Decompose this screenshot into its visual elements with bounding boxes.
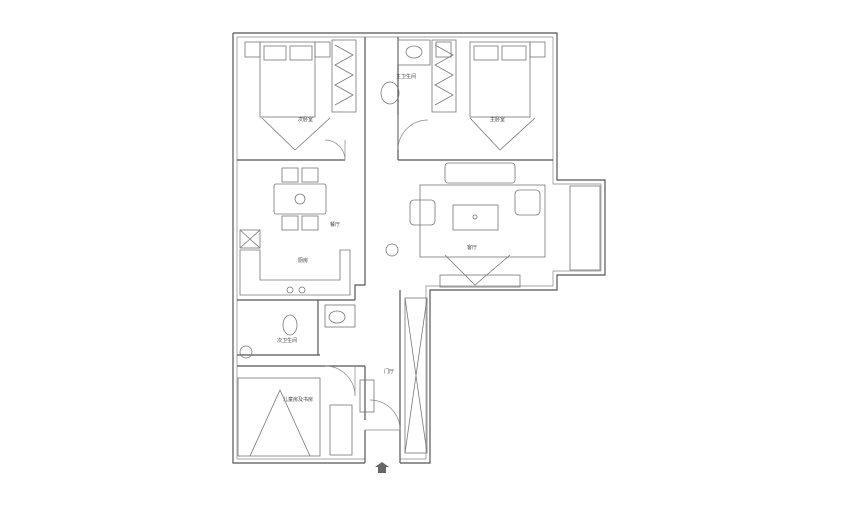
outer-wall <box>232 32 606 464</box>
label-guest-bathroom: 次卫生间 <box>277 337 297 344</box>
label-master-bathroom: 主卫生间 <box>396 73 416 80</box>
label-dining-room: 餐厅 <box>330 221 340 228</box>
beds <box>237 41 546 457</box>
label-study: 儿童房及书房 <box>283 396 313 403</box>
label-master-bedroom: 主卧室 <box>490 116 505 123</box>
doors <box>324 115 429 431</box>
kitchen-counter <box>239 229 351 296</box>
entrance-arrow-icon <box>375 462 389 473</box>
label-kitchen: 厨房 <box>298 257 308 264</box>
label-foyer: 门厅 <box>384 368 394 375</box>
inner-wall-line <box>236 36 602 460</box>
balcony <box>569 185 601 271</box>
label-living-room: 客厅 <box>467 244 477 251</box>
wardrobes <box>329 39 457 456</box>
interior-walls <box>237 37 553 463</box>
label-second-bedroom: 次卧室 <box>298 116 313 123</box>
living-room-furniture <box>385 162 546 288</box>
bathroom-fixtures <box>239 39 431 359</box>
dining-table <box>273 167 327 231</box>
